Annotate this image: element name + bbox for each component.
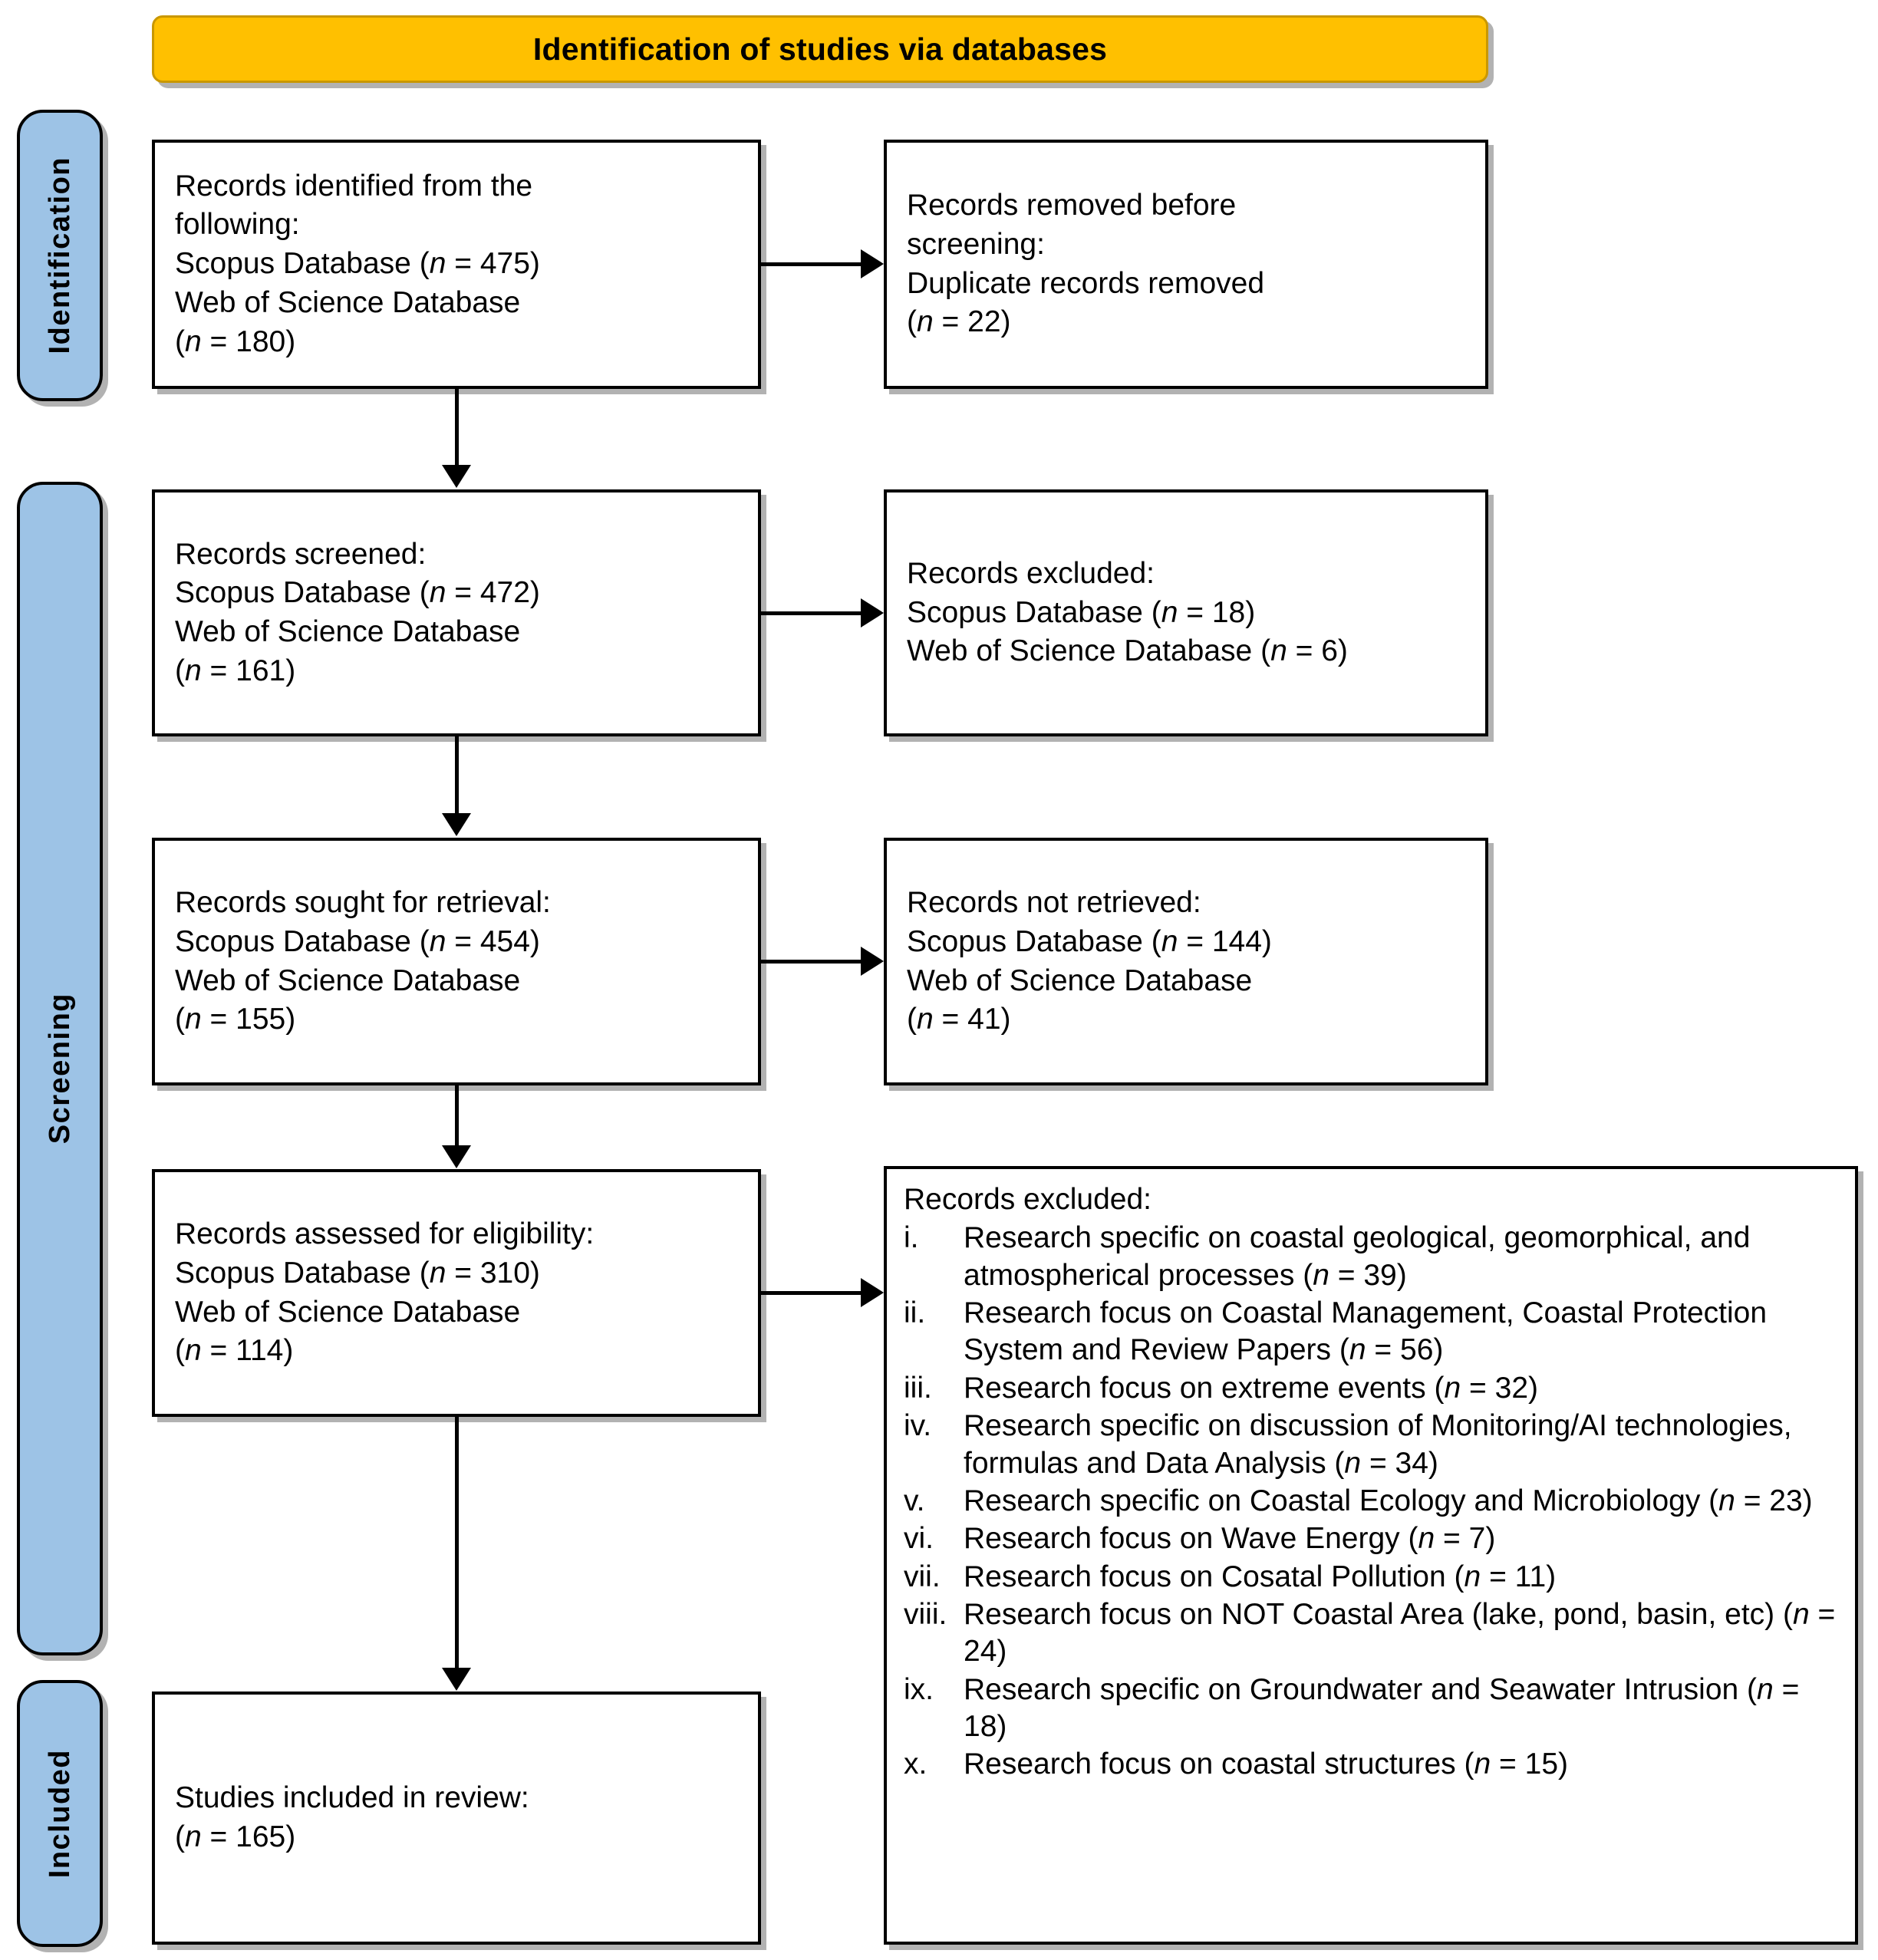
text-line: (n = 114) — [175, 1334, 294, 1368]
exclusion-reason-item: iii. Research focus on extreme events (n … — [904, 1370, 1840, 1407]
box-records-removed-before-screening: Records removed before screening: Duplic… — [884, 140, 1488, 389]
exclusion-reason-item: viii. Research focus on NOT Coastal Area … — [904, 1596, 1840, 1671]
arrowhead-down-to-screened — [442, 465, 471, 488]
arrowhead-right-to-removed — [861, 249, 884, 278]
exclusion-reason-item: vi. Research focus on Wave Energy (n = 7) — [904, 1520, 1840, 1557]
exclusion-reason-text: Research focus on Wave Energy (n = 7) — [964, 1522, 1496, 1556]
exclusion-reason-marker: i. — [904, 1221, 919, 1255]
text-line: screening: — [907, 227, 1045, 261]
connector-identified-to-screened — [455, 389, 459, 466]
stage-bar-identification: Identification — [17, 110, 103, 401]
exclusion-reason-item: v. Research specific on Coastal Ecology a… — [904, 1483, 1840, 1520]
exclusion-reason-marker: ix. — [904, 1672, 934, 1706]
text-line: (n = 155) — [175, 1003, 296, 1036]
exclusion-reason-item: x. Research focus on coastal structures (… — [904, 1746, 1840, 1783]
exclusion-reason-marker: x. — [904, 1748, 927, 1781]
text-line: Scopus Database (n = 454) — [175, 924, 540, 958]
text-line: Scopus Database (n = 472) — [175, 576, 540, 610]
stage-label-screening: Screening — [43, 993, 76, 1145]
exclusion-reason-marker: iv. — [904, 1409, 932, 1443]
exclusion-reason-marker: viii. — [904, 1597, 947, 1631]
exclusion-reason-marker: v. — [904, 1484, 925, 1517]
text-line: Web of Science Database — [175, 1295, 521, 1329]
exclusion-reason-text: Research focus on NOT Coastal Area (lake… — [964, 1597, 1836, 1668]
box-studies-included-in-review: Studies included in review: (n = 165) — [152, 1692, 761, 1945]
text-line: Duplicate records removed — [907, 266, 1265, 300]
arrowhead-down-to-sought — [442, 813, 471, 836]
exclusion-reason-marker: vi. — [904, 1522, 934, 1556]
text-line: Records removed before — [907, 189, 1237, 222]
arrowhead-right-to-excluded-eligibility — [861, 1278, 884, 1307]
text-line: (n = 180) — [175, 324, 296, 358]
exclusion-reason-text: Research specific on Coastal Ecology and… — [964, 1484, 1813, 1517]
box-records-screened: Records screened: Scopus Database (n = 4… — [152, 489, 761, 736]
text-line: (n = 161) — [175, 654, 296, 687]
stage-bar-screening: Screening — [17, 482, 103, 1655]
box-records-sought-for-retrieval: Records sought for retrieval: Scopus Dat… — [152, 838, 761, 1085]
text-line: Records assessed for eligibility: — [175, 1217, 595, 1251]
text-line: following: — [175, 208, 300, 242]
text-line: Web of Science Database (n = 6) — [907, 634, 1348, 668]
box-records-not-retrieved: Records not retrieved: Scopus Database (… — [884, 838, 1488, 1085]
box-records-excluded-screening: Records excluded: Scopus Database (n = 1… — [884, 489, 1488, 736]
text-line: Records sought for retrieval: — [175, 886, 551, 920]
text-line: Web of Science Database — [907, 964, 1253, 997]
text-line: Web of Science Database — [175, 285, 521, 319]
box-records-identified: Records identified from the following: S… — [152, 140, 761, 389]
text-line: Web of Science Database — [175, 615, 521, 648]
text-line: (n = 41) — [907, 1003, 1011, 1036]
connector-sought-to-not-retrieved — [761, 960, 862, 964]
arrowhead-down-to-assessed — [442, 1145, 471, 1168]
text-line: Scopus Database (n = 310) — [175, 1256, 540, 1290]
connector-screened-to-sought — [455, 736, 459, 815]
exclusion-list-heading: Records excluded: — [904, 1183, 1152, 1216]
connector-sought-to-assessed — [455, 1085, 459, 1147]
arrowhead-down-to-included — [442, 1668, 471, 1691]
text-line: Web of Science Database — [175, 964, 521, 997]
stage-label-included: Included — [43, 1748, 76, 1879]
exclusion-reason-text: Research specific on Groundwater and Sea… — [964, 1672, 1800, 1744]
connector-identified-to-removed — [761, 262, 862, 266]
exclusion-reason-text: Research focus on coastal structures (n … — [964, 1748, 1569, 1781]
exclusion-reason-text: Research specific on discussion of Monit… — [964, 1409, 1792, 1480]
exclusion-reason-item: ix. Research specific on Groundwater and … — [904, 1672, 1840, 1746]
connector-screened-to-excluded — [761, 611, 862, 615]
exclusion-reason-item: iv. Research specific on discussion of Mo… — [904, 1408, 1840, 1482]
text-line: Scopus Database (n = 18) — [907, 595, 1256, 629]
arrowhead-right-to-not-retrieved — [861, 947, 884, 976]
exclusion-reason-marker: ii. — [904, 1296, 926, 1330]
exclusion-reason-marker: iii. — [904, 1371, 932, 1405]
connector-assessed-to-excluded-eligibility — [761, 1291, 862, 1295]
text-line: Records excluded: — [907, 556, 1155, 590]
text-line: (n = 22) — [907, 305, 1011, 339]
exclusion-reason-text: Research specific on coastal geological,… — [964, 1221, 1751, 1292]
text-line: Records identified from the — [175, 169, 533, 203]
exclusion-reason-item: vii. Research focus on Cosatal Pollution … — [904, 1559, 1840, 1596]
stage-bar-included: Included — [17, 1680, 103, 1947]
exclusion-reason-list: i. Research specific on coastal geologica… — [904, 1220, 1840, 1784]
text-line: Scopus Database (n = 475) — [175, 247, 540, 281]
exclusion-reason-marker: vii. — [904, 1560, 941, 1593]
exclusion-reason-text: Research focus on Coastal Management, Co… — [964, 1296, 1768, 1367]
box-records-excluded-eligibility: Records excluded: i. Research specific on… — [884, 1166, 1858, 1945]
banner-title: Identification of studies via databases — [532, 31, 1108, 67]
banner-identification-via-databases: Identification of studies via databases — [152, 15, 1488, 83]
stage-label-identification: Identification — [43, 156, 76, 354]
text-line: Scopus Database (n = 144) — [907, 924, 1272, 958]
text-line: Records not retrieved: — [907, 886, 1201, 920]
arrowhead-right-to-excluded — [861, 598, 884, 628]
exclusion-reason-item: i. Research specific on coastal geologica… — [904, 1220, 1840, 1294]
connector-assessed-to-included — [455, 1417, 459, 1668]
exclusion-reason-item: ii. Research focus on Coastal Management,… — [904, 1295, 1840, 1369]
exclusion-reason-text: Research focus on Cosatal Pollution (n =… — [964, 1560, 1557, 1593]
exclusion-reason-text: Research focus on extreme events (n = 32… — [964, 1371, 1539, 1405]
text-line: Records screened: — [175, 537, 427, 571]
text-line: Studies included in review: — [175, 1781, 529, 1815]
text-line: (n = 165) — [175, 1820, 296, 1853]
box-records-assessed-for-eligibility: Records assessed for eligibility: Scopus… — [152, 1169, 761, 1417]
